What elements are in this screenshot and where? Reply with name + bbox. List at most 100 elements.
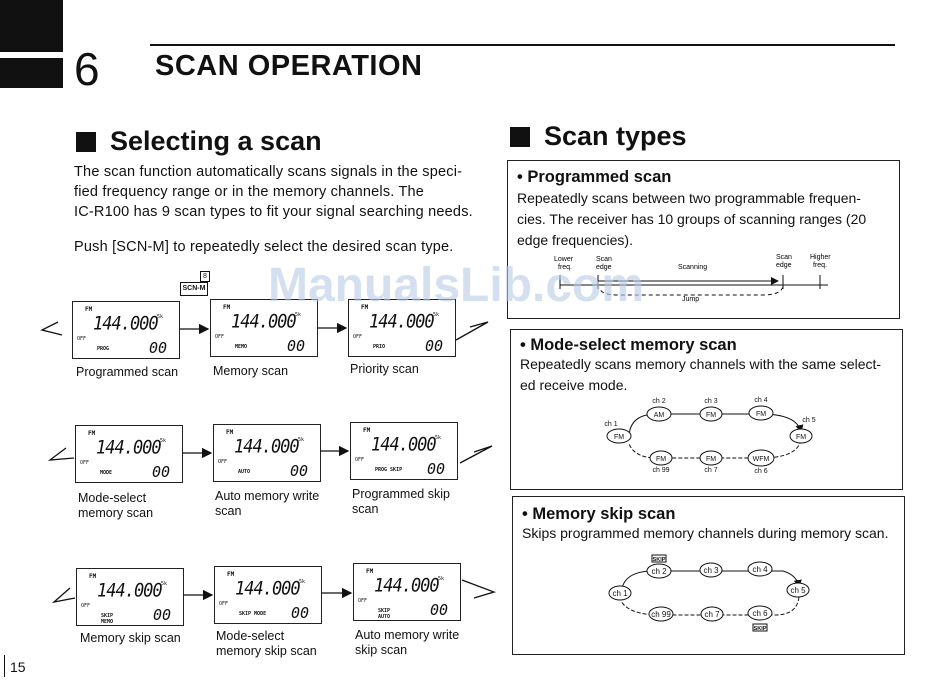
scn-m-key-label: SCN-M: [180, 282, 208, 296]
lcd-step: 5k: [157, 314, 164, 320]
programmed-scan-title: • Programmed scan: [517, 168, 672, 186]
ch6-node: [747, 449, 775, 467]
caption-line: Auto memory write scan: [215, 489, 320, 518]
lcd-display: FM OFF 144.000 5k MEMO 00: [210, 299, 318, 357]
scanning-label: Scanning: [678, 264, 707, 271]
lcd-channel: 00: [427, 460, 446, 478]
lcd-channel: 00: [287, 337, 306, 355]
lcd-display: FM OFF 144.000 5k PRIO 00: [348, 299, 456, 357]
arrow-in: [40, 321, 63, 336]
arrow-continue: [455, 321, 489, 341]
memory-skip-diagram: SKIP SKIP ch 1 ch 2 ch 3 ch 4 ch 5 ch 99…: [608, 554, 810, 632]
lcd-channel: 00: [425, 337, 444, 355]
lcd-mode: SKIP AUTO: [378, 608, 391, 620]
intro-line: IC-R100 has 9 scan types to fit your sig…: [74, 204, 473, 220]
lcd-off: OFF: [353, 334, 363, 340]
scan-edge-label: edge: [776, 262, 792, 269]
lower-freq-label: Lower: [554, 256, 574, 263]
display-caption: Auto memory write scan: [215, 489, 319, 519]
intro-line: fied frequency range or in the memory ch…: [74, 184, 425, 200]
display-caption: Priority scan: [350, 362, 419, 376]
ch2-mode: AM: [654, 412, 665, 419]
chapter-title: SCAN OPERATION: [155, 50, 423, 82]
ch4-node: [748, 405, 774, 421]
ch7-label: ch 7: [704, 467, 717, 474]
skip-tag-top: [651, 554, 667, 563]
lcd-step: 5k: [160, 438, 167, 444]
lcd-mode: MODE: [100, 470, 113, 476]
skip-ch7-node: [700, 606, 724, 622]
skip-ch5-label: ch 5: [790, 586, 806, 595]
lcd-fm: FM: [226, 429, 234, 436]
caption-line: Programmed skip scan: [352, 487, 450, 516]
display-caption: Auto memory write skip scan: [355, 628, 459, 658]
ch1-mode: FM: [614, 434, 624, 441]
lcd-display: FM OFF 144.000 5k SKIP MODE 00: [214, 566, 322, 624]
mode-select-title: • Mode-select memory scan: [520, 336, 737, 354]
skip-ch4-label: ch 4: [752, 565, 768, 574]
ch99-mode: FM: [656, 456, 666, 463]
ch6-mode: WFM: [753, 456, 770, 463]
lcd-step: 5k: [295, 312, 302, 318]
lcd-off: OFF: [215, 334, 225, 340]
lcd-display: FM OFF 144.000 5k SKIP MEMO 00: [76, 568, 184, 626]
left-intro-paragraph: The scan function automatically scans si…: [74, 162, 474, 222]
programmed-scan-desc: Repeatedly scans between two programmabl…: [517, 188, 897, 251]
page-number-rule: [4, 655, 5, 677]
lcd-mode: SKIP MODE: [239, 611, 267, 617]
arrow-in: [51, 587, 76, 604]
programmed-scan-diagram: Lower freq. Scan edge Scanning Scan edge…: [554, 254, 831, 303]
ch2-node: [646, 406, 672, 422]
display-caption: Memory skip scan: [80, 631, 181, 645]
lcd-frequency: 144.000: [374, 575, 440, 597]
lcd-frequency: 144.000: [93, 313, 159, 335]
lcd-channel: 00: [152, 463, 171, 481]
desc-line: Repeatedly scans memory channels with th…: [520, 356, 882, 372]
lcd-mode: SKIP MEMO: [101, 613, 114, 625]
heading-square-icon: [76, 131, 96, 152]
lcd-fm: FM: [223, 304, 231, 311]
memory-skip-scan-box: • Memory skip scan Skips programmed memo…: [512, 496, 905, 655]
lcd-off: OFF: [219, 601, 229, 607]
lcd-step: 5k: [298, 437, 305, 443]
chapter-rule: [150, 44, 895, 46]
mode-select-desc: Repeatedly scans memory channels with th…: [520, 354, 900, 396]
flow-arrows: [40, 321, 497, 604]
left-heading: Selecting a scan: [76, 126, 322, 157]
lcd-step: 5k: [433, 312, 440, 318]
lcd-step: 5k: [161, 581, 168, 587]
ch2-label: ch 2: [652, 398, 665, 405]
skip-ch3-label: ch 3: [703, 566, 719, 575]
lcd-frequency: 144.000: [371, 434, 437, 456]
lcd-display: FM OFF 144.000 5k PROG SKIP 00: [350, 422, 458, 480]
display-caption: Programmed skip scan: [352, 487, 450, 517]
lcd-display: FM OFF 144.000 5k SKIP AUTO 00: [353, 563, 461, 621]
display-caption: Programmed scan: [76, 365, 179, 379]
left-heading-text: Selecting a scan: [110, 126, 322, 156]
push-instruction: Push [SCN-M] to repeatedly select the de…: [74, 239, 454, 255]
lcd-mode: MEMO: [235, 344, 248, 350]
caption-line: Mode-select memory scan: [78, 491, 154, 520]
skip-tag-bottom: [752, 623, 768, 632]
programmed-scan-box: • Programmed scan Repeatedly scans betwe…: [507, 160, 900, 319]
skip-ch6-node: [747, 605, 773, 621]
intro-line: The scan function automatically scans si…: [74, 164, 463, 180]
desc-line: ed receive mode.: [520, 377, 628, 393]
skip-ch1-node: [608, 585, 632, 601]
heading-square-icon: [510, 126, 530, 147]
skip-ch2-node: [646, 563, 672, 579]
display-caption: Memory scan: [213, 364, 289, 378]
higher-freq-label: freq.: [813, 262, 827, 269]
ch6-label: ch 6: [754, 468, 767, 475]
lcd-frequency: 144.000: [369, 311, 435, 333]
ch1-label: ch 1: [604, 421, 617, 428]
lcd-step: 5k: [438, 576, 445, 582]
lcd-channel: 00: [290, 462, 309, 480]
arrow-continue: [459, 445, 493, 464]
mode-select-diagram: ch 2 ch 3 ch 4 ch 1 ch 5 ch 99 ch 7 ch 6…: [604, 397, 815, 475]
right-heading: Scan types: [510, 121, 687, 152]
chapter-tab-gap: [0, 52, 63, 58]
lcd-frequency: 144.000: [97, 580, 163, 602]
ch4-mode: FM: [756, 411, 766, 418]
chapter-number: 6: [74, 43, 100, 95]
